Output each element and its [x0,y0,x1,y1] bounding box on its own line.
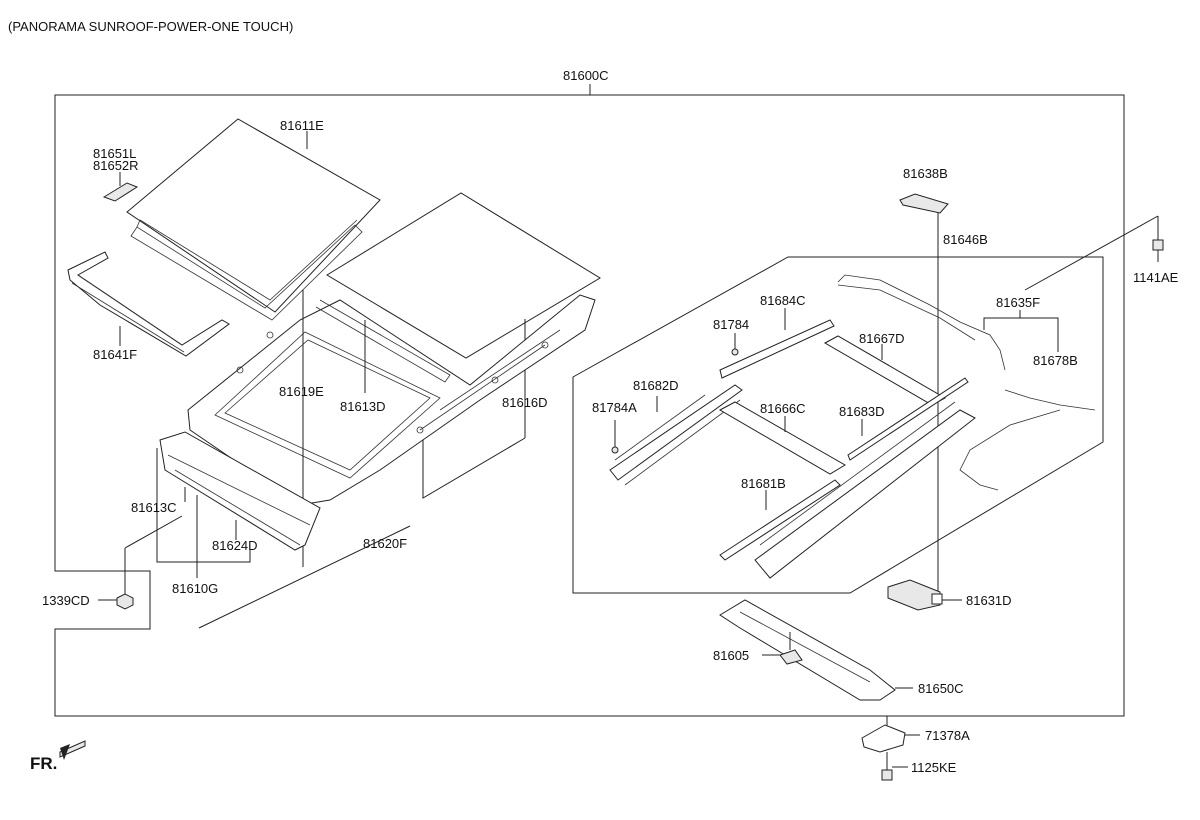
label-81616D: 81616D [502,395,548,410]
label-81638B: 81638B [903,166,948,181]
rail-81681B [719,479,841,561]
reinforcement-81650C [719,599,896,701]
assembly-outline [54,94,1125,717]
nut-1339CD [116,593,134,610]
label-81651L: 81651L [93,146,136,161]
label-1339CD: 1339CD [42,593,90,608]
rear-glass-81616D [326,192,601,359]
front-rail-81613C [159,431,321,551]
left-rail-81682D [609,384,743,486]
deflector-81641F [67,251,230,357]
guide-rail-81684C [719,319,835,379]
bolt-1125KE [881,752,893,781]
bracket-71378A [861,724,906,753]
label-81635F: 81635F [996,295,1040,310]
label-81610G: 81610G [172,581,218,596]
arrow-head-icon [60,744,70,760]
label-81613C: 81613C [131,500,177,515]
label-81681B: 81681B [741,476,786,491]
label-81684C: 81684C [760,293,806,308]
label-81620F: 81620F [363,536,407,551]
label-81678B: 81678B [1033,353,1078,368]
cable-81683D [847,377,969,461]
label-81631D: 81631D [966,593,1012,608]
label-81784A: 81784A [592,400,637,415]
bolt-1141AE [1152,216,1164,262]
label-81667D: 81667D [859,331,905,346]
label-81624D: 81624D [212,538,258,553]
motor-81631D [887,579,943,611]
label-81619E: 81619E [279,384,324,399]
label-81682D: 81682D [633,378,679,393]
label-1141AE: 1141AE [1133,270,1179,285]
label-71378A: 71378A [925,728,970,743]
clip-81784 [731,348,739,356]
cable-81635F [837,274,1006,371]
label-81613D: 81613D [340,399,386,414]
clip-81784A [611,446,619,454]
label-81605: 81605 [713,648,749,663]
cable-81678B [1004,389,1096,411]
front-glass-81611E [126,118,381,321]
label-1125KE: 1125KE [911,760,957,775]
label-81600C: 81600C [563,68,609,83]
bracket-81651L [102,182,139,202]
label-81641F: 81641F [93,347,137,362]
bracket-81605 [779,649,803,665]
label-81611E: 81611E [280,118,324,133]
right-rail [754,401,976,579]
label-81650C: 81650C [918,681,964,696]
label-81646B: 81646B [943,232,988,247]
front-direction-label: FR. [30,754,57,773]
diagram-title: (PANORAMA SUNROOF-POWER-ONE TOUCH) [8,19,293,34]
front-crossmember-81666C [718,401,846,475]
label-81784: 81784 [713,317,749,332]
mechanism-outline [572,256,1104,594]
label-81683D: 81683D [839,404,885,419]
bracket-81638B [899,193,949,214]
rear-crossmember-81667D [823,335,947,406]
label-81652R: 81652R [93,158,139,173]
label-81666C: 81666C [760,401,806,416]
